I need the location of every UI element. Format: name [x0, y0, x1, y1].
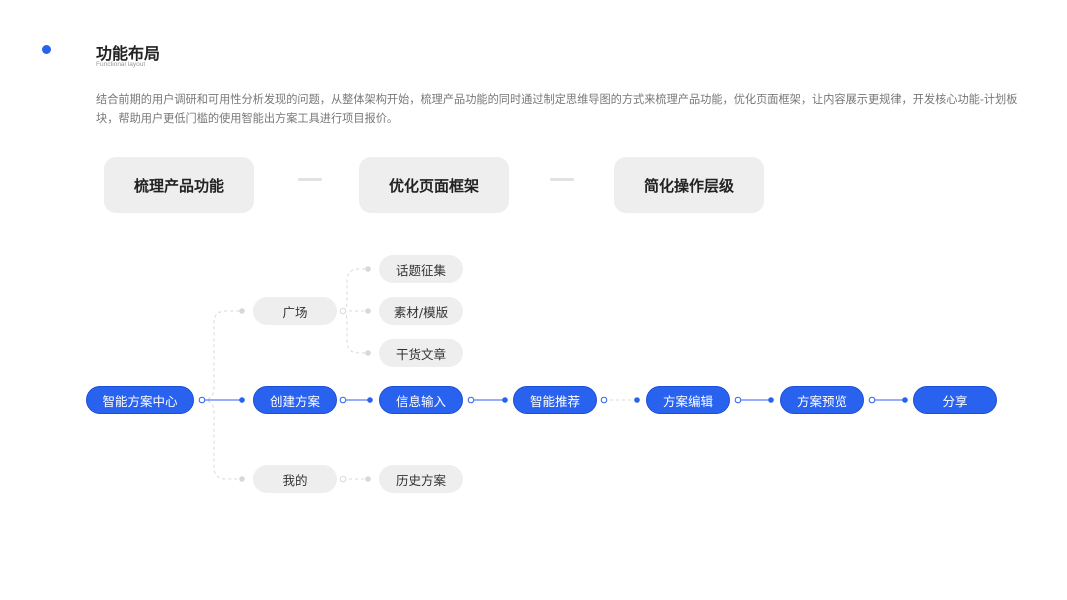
- stage-sort-features: 梳理产品功能: [104, 157, 254, 213]
- stage-simplify-levels: 简化操作层级: [614, 157, 764, 213]
- stage-separator: [298, 178, 322, 181]
- node-smart-recommend: 智能推荐: [513, 386, 597, 414]
- node-plan-preview: 方案预览: [780, 386, 864, 414]
- stage-separator: [550, 178, 574, 181]
- title-bullet-dot: [42, 45, 51, 54]
- node-history-plans: 历史方案: [379, 465, 463, 493]
- node-mine: 我的: [253, 465, 337, 493]
- stage-optimize-frame: 优化页面框架: [359, 157, 509, 213]
- node-square: 广场: [253, 297, 337, 325]
- node-root: 智能方案中心: [86, 386, 194, 414]
- page-subtitle: Functional layout: [96, 61, 146, 68]
- page-title: 功能布局: [96, 44, 161, 63]
- node-share: 分享: [913, 386, 997, 414]
- node-articles: 干货文章: [379, 339, 463, 367]
- page-description: 结合前期的用户调研和可用性分析发现的问题，从整体架构开始，梳理产品功能的同时通过…: [96, 93, 1018, 125]
- node-plan-edit: 方案编辑: [646, 386, 730, 414]
- node-create-plan: 创建方案: [253, 386, 337, 414]
- node-topic-collection: 话题征集: [379, 255, 463, 283]
- node-info-input: 信息输入: [379, 386, 463, 414]
- node-materials-templates: 素材/模版: [379, 297, 463, 325]
